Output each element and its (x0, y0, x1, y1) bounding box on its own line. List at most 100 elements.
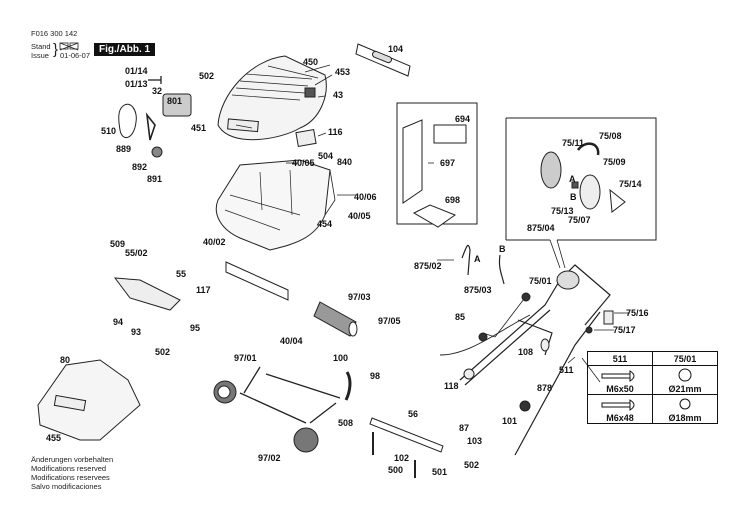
callout-94: 94 (113, 317, 124, 327)
note-line: Salvo modificaciones (31, 482, 102, 491)
spec-diameter-cell: Ø21mm (652, 365, 718, 395)
callout-32: 32 (152, 86, 163, 96)
callout-a-cable: A (474, 254, 481, 264)
callout-102: 102 (394, 453, 410, 463)
callout-b-detail: B (570, 192, 577, 202)
brace-icon: } (53, 41, 59, 58)
callout-75-07: 75/07 (568, 215, 591, 225)
callout-502-top: 502 (199, 71, 215, 81)
washer-circle-icon (678, 368, 692, 382)
callout-504: 504 (318, 151, 334, 161)
callout-a-detail: A (569, 174, 576, 184)
callout-889: 889 (116, 144, 132, 154)
callout-75-11: 75/11 (562, 138, 585, 148)
axle-bar-part (369, 417, 444, 453)
spec-bolt-size: M6x48 (606, 413, 634, 423)
callout-698: 698 (445, 195, 461, 205)
callout-117: 117 (196, 285, 211, 295)
callout-97-01: 97/01 (234, 353, 257, 363)
callout-85: 85 (455, 312, 466, 322)
callout-40-02: 40/02 (203, 237, 226, 247)
callout-891: 891 (147, 174, 163, 184)
bolt-spec-table: 511 75/01 M6x50 Ø21mm M6x48 Ø18mm (587, 351, 718, 424)
callout-75-16: 75/16 (626, 308, 649, 318)
switch-detail-box (506, 117, 657, 241)
lever-part (113, 277, 181, 311)
callout-697: 697 (440, 158, 456, 168)
callout-98: 98 (370, 371, 381, 381)
callout-40-05-top: 40/05 (292, 158, 315, 168)
callout-87: 87 (459, 423, 470, 433)
callout-502-left: 502 (155, 347, 171, 357)
stand-label: Stand (31, 42, 51, 51)
wheel-frame-part (213, 366, 352, 453)
callout-509: 509 (110, 239, 126, 249)
spec-header-75-01: 75/01 (652, 351, 718, 366)
callout-801: 801 (167, 96, 183, 106)
spec-bolt-cell: M6x48 (587, 394, 653, 424)
callout-97-02: 97/02 (258, 453, 281, 463)
motor-hood-part (217, 55, 327, 141)
callout-118: 118 (444, 381, 459, 391)
crossed-out-stand-icon (59, 42, 79, 51)
callout-101: 101 (502, 416, 518, 426)
callout-500: 500 (388, 465, 404, 475)
callout-510: 510 (101, 126, 117, 136)
callout-75-14: 75/14 (619, 179, 642, 189)
callout-511: 511 (559, 365, 574, 375)
callout-01-13: 01/13 (125, 79, 148, 89)
grass-box-part (37, 359, 141, 441)
note-line: Modifications reserved (31, 464, 107, 473)
roller-part (313, 301, 358, 337)
callout-56: 56 (408, 409, 419, 419)
spec-bolt-size: M6x50 (606, 384, 634, 394)
cover-plate-part (355, 43, 411, 77)
bolt-icon (601, 370, 635, 382)
chassis-part (215, 159, 336, 251)
callout-103: 103 (467, 436, 483, 446)
callout-75-13: 75/13 (551, 206, 574, 216)
callout-75-17: 75/17 (613, 325, 636, 335)
callout-01-14: 01/14 (125, 66, 148, 76)
callout-878: 878 (537, 383, 553, 393)
callout-875-04: 875/04 (527, 223, 555, 233)
part-number: F016 300 142 (31, 29, 78, 38)
callout-453: 453 (335, 67, 351, 77)
spec-bolt-cell: M6x50 (587, 365, 653, 395)
callout-508: 508 (338, 418, 354, 428)
callout-116: 116 (328, 127, 343, 137)
callout-40-04: 40/04 (280, 336, 303, 346)
callout-93: 93 (131, 327, 142, 337)
callout-55: 55 (176, 269, 187, 279)
callout-502-bottom: 502 (464, 460, 480, 470)
callout-454: 454 (317, 219, 333, 229)
spec-diameter-cell: Ø18mm (652, 394, 718, 424)
spec-diameter: Ø21mm (668, 384, 702, 394)
spec-diameter: Ø18mm (668, 413, 702, 423)
callout-892: 892 (132, 162, 148, 172)
stand-issue-block: Stand Issue (31, 42, 51, 60)
note-line: Modifications reservees (31, 473, 110, 482)
callout-97-05: 97/05 (378, 316, 401, 326)
callout-55-02: 55/02 (125, 248, 148, 258)
callout-875-03: 875/03 (464, 285, 492, 295)
callout-75-08: 75/08 (599, 131, 622, 141)
callout-40-06: 40/06 (354, 192, 377, 202)
spec-header-511: 511 (587, 351, 653, 366)
comb-bar-part (225, 261, 289, 301)
bolt-icon (601, 399, 635, 411)
callout-108: 108 (518, 347, 534, 357)
callout-80: 80 (60, 355, 71, 365)
motor-assembly-part (118, 76, 192, 158)
callout-875-02: 875/02 (414, 261, 442, 271)
callout-455: 455 (46, 433, 62, 443)
callout-840: 840 (337, 157, 353, 167)
callout-b-cable: B (499, 244, 506, 254)
issue-label: Issue (31, 51, 49, 60)
modification-notes: Änderungen vorbehalten Modifications res… (31, 455, 113, 491)
callout-451: 451 (191, 123, 207, 133)
callout-75-09: 75/09 (603, 157, 626, 167)
callout-450: 450 (303, 57, 319, 67)
issue-date: 01-06-07 (60, 51, 91, 60)
callout-501: 501 (432, 467, 448, 477)
